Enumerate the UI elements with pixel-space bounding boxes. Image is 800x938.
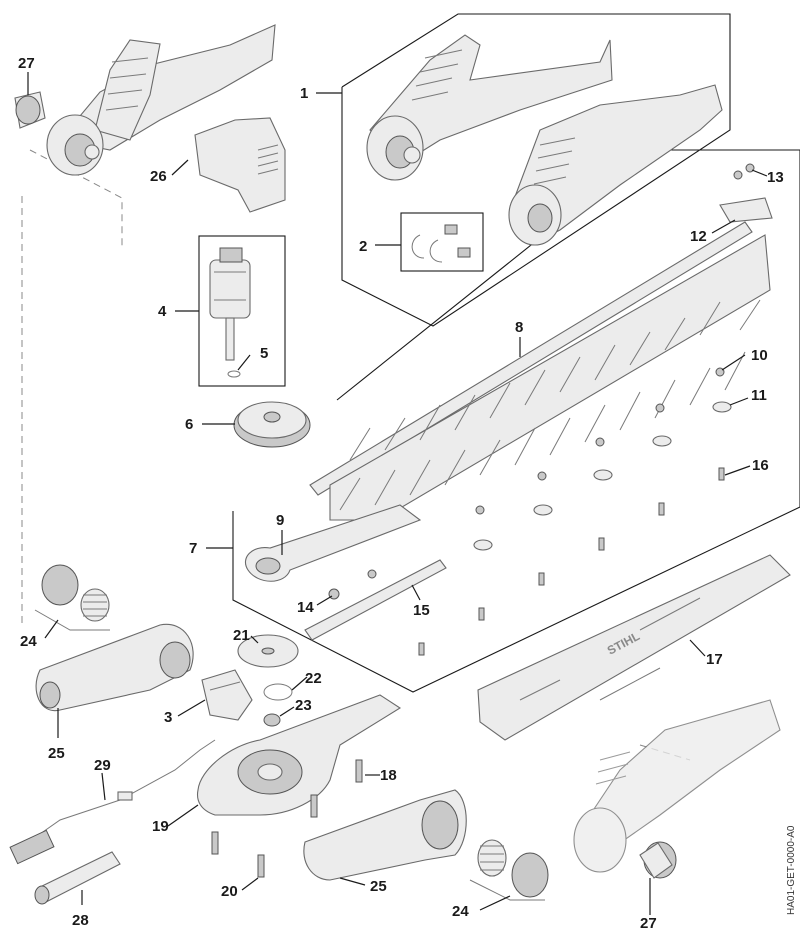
motor-cover-26	[194, 117, 286, 213]
washer-21	[237, 634, 299, 668]
label-part-3: 3	[164, 709, 172, 726]
frame-group-1	[341, 13, 731, 327]
blade-lever-9	[244, 504, 422, 582]
label-part-21: 21	[233, 627, 250, 644]
label-part-25-left: 25	[48, 745, 65, 762]
label-part-9: 9	[276, 512, 284, 529]
label-part-11: 11	[751, 387, 767, 404]
label-part-12: 12	[690, 228, 707, 245]
label-part-28: 28	[72, 912, 89, 929]
tube-28	[34, 851, 121, 905]
cutter-bar-8	[309, 221, 771, 521]
label-part-4: 4	[158, 303, 167, 320]
snap-ring-22	[263, 683, 293, 701]
leader-lines	[27, 72, 768, 915]
label-part-27-bottom: 27	[640, 915, 657, 932]
label-part-5: 5	[260, 345, 268, 362]
label-part-16: 16	[752, 457, 769, 474]
label-part-27-top: 27	[18, 55, 35, 72]
switch-3	[201, 669, 253, 721]
housing-assembly-1	[366, 34, 723, 246]
label-part-10: 10	[751, 347, 768, 364]
label-part-20: 20	[221, 883, 238, 900]
label-part-18: 18	[380, 767, 397, 784]
label-part-19: 19	[152, 818, 169, 835]
label-part-2: 2	[359, 238, 367, 255]
blade-sheath-17: STIHL	[477, 554, 791, 741]
gear-spring-24-right	[469, 839, 549, 901]
fastener-parts	[304, 367, 732, 656]
gear-housing-25-left	[35, 623, 194, 712]
cable-29	[9, 739, 216, 865]
label-part-23: 23	[295, 697, 312, 714]
dashed-guide-left-top	[29, 149, 123, 250]
label-part-15: 15	[413, 602, 430, 619]
label-part-29: 29	[94, 757, 111, 774]
callout-labels: 1 2 3 4 5 6 7 8 9 10 11 12 13 14 15 16 1…	[18, 55, 784, 932]
label-part-22: 22	[305, 670, 322, 687]
guide-plate-12	[719, 163, 773, 223]
label-part-25-right: 25	[370, 878, 387, 895]
label-part-24-right: 24	[452, 903, 469, 920]
label-part-7: 7	[189, 540, 197, 557]
end-cap-27-bottom	[639, 841, 677, 879]
screws-18-20	[211, 759, 363, 878]
label-part-13: 13	[767, 169, 784, 186]
gear-spring-24-left	[34, 564, 110, 631]
label-part-14: 14	[297, 599, 314, 616]
gear-wheel-6	[233, 401, 311, 448]
electric-motor-4	[209, 247, 251, 378]
label-part-17: 17	[706, 651, 723, 668]
nut-23	[263, 713, 281, 727]
label-part-1: 1	[300, 85, 308, 102]
handle-housing-19	[196, 694, 402, 816]
carbon-brushes-2	[411, 224, 471, 263]
housing-assembly-top-left	[46, 24, 276, 176]
label-part-26: 26	[150, 168, 167, 185]
label-part-6: 6	[185, 416, 193, 433]
housing-assembly-lower-right	[573, 699, 781, 873]
end-cap-27-top	[14, 91, 46, 129]
document-id: HA01-GET-0000-A0	[786, 825, 797, 915]
label-part-8: 8	[515, 319, 523, 336]
label-part-24-left: 24	[20, 633, 37, 650]
frame-brushes	[400, 212, 484, 272]
gear-housing-25-right	[303, 789, 467, 881]
